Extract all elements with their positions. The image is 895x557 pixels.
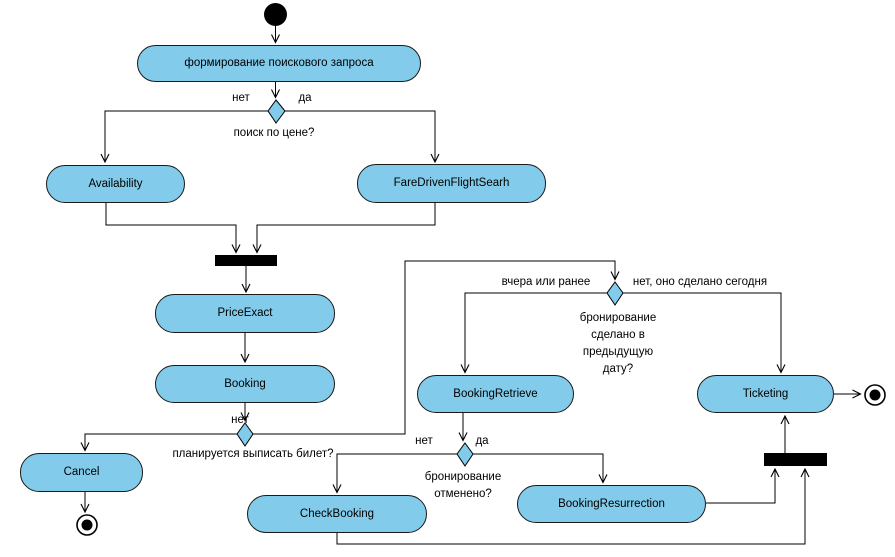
activity-ticketing-label: Ticketing — [742, 387, 789, 400]
question-booking-cancelled: бронирование отменено? — [424, 471, 502, 500]
guard-booking-cancelled-no: нет — [415, 435, 433, 447]
question-price-search: поиск по цене? — [233, 127, 315, 139]
decision-price-search[interactable] — [267, 99, 286, 124]
activity-availability[interactable]: Availability — [46, 165, 185, 203]
decision-booking-cancelled[interactable] — [456, 442, 474, 467]
activity-fare-driven-flight-search[interactable]: FareDrivenFlightSearh — [357, 164, 546, 203]
join-bar-search[interactable] — [215, 255, 277, 266]
activity-booking-label: Booking — [224, 377, 266, 390]
final-node-ticketing-dot — [869, 389, 881, 401]
activity-booking-retrieve[interactable]: BookingRetrieve — [417, 375, 574, 413]
activity-price-exact[interactable]: PriceExact — [155, 294, 335, 333]
edge-price-search-no-to-availability — [105, 110, 268, 162]
activity-form-query[interactable]: формирование поискового запроса — [137, 45, 421, 82]
edge-price-search-yes-to-fare-driven — [285, 110, 435, 162]
guard-price-search-no: нет — [232, 92, 250, 104]
activity-booking[interactable]: Booking — [155, 365, 335, 403]
question-ticket-planned: планируется выписать билет? — [172, 448, 334, 460]
edge-availability-to-join-bar — [105, 203, 236, 253]
guard-price-search-yes: да — [298, 92, 312, 104]
activity-cancel-label: Cancel — [63, 466, 100, 478]
guard-ticket-planned-no: нет — [231, 414, 249, 426]
activity-booking-resurrection-label: BookingResurrection — [558, 497, 665, 510]
edge-check-booking-to-join-bar2 — [336, 469, 805, 545]
question-made-previous-date: бронирование сделано в предыдущую дату? — [579, 312, 657, 375]
activity-check-booking[interactable]: CheckBooking — [247, 495, 427, 533]
guard-date-made-today: нет, оно сделано сегодня — [632, 276, 768, 288]
edge-fare-driven-to-join-bar — [257, 203, 436, 253]
activity-form-query-label: формирование поискового запроса — [184, 57, 374, 69]
final-node-cancel-dot — [81, 519, 93, 531]
decision-made-previous-date[interactable] — [606, 281, 624, 306]
activity-cancel[interactable]: Cancel — [20, 453, 143, 492]
join-bar-ticketing[interactable] — [764, 453, 827, 466]
activity-availability-label: Availability — [88, 177, 143, 190]
guard-booking-cancelled-yes: да — [475, 435, 489, 447]
activity-fare-driven-label: FareDrivenFlightSearh — [393, 177, 510, 189]
activity-ticketing[interactable]: Ticketing — [697, 375, 834, 413]
edge-ticket-planned-yes-to-date-decision — [253, 260, 615, 435]
edge-cancelled-yes-to-booking-resurrection — [473, 453, 603, 483]
edge-ticket-planned-no-to-cancel — [85, 433, 237, 451]
activity-check-booking-label: CheckBooking — [299, 507, 375, 520]
activity-booking-resurrection[interactable]: BookingResurrection — [517, 485, 706, 523]
activity-booking-retrieve-label: BookingRetrieve — [453, 387, 538, 400]
edge-booking-resurrection-to-join-bar2 — [706, 469, 775, 504]
activity-price-exact-label: PriceExact — [217, 307, 273, 319]
edge-date-decision-to-booking-retrieve — [465, 292, 607, 373]
guard-date-yesterday-or-earlier: вчера или ранее — [501, 276, 591, 288]
edge-cancelled-no-to-check-booking — [337, 453, 457, 493]
edge-date-decision-to-ticketing — [623, 292, 781, 373]
decision-ticket-planned[interactable] — [236, 422, 254, 447]
initial-node[interactable] — [264, 3, 287, 26]
